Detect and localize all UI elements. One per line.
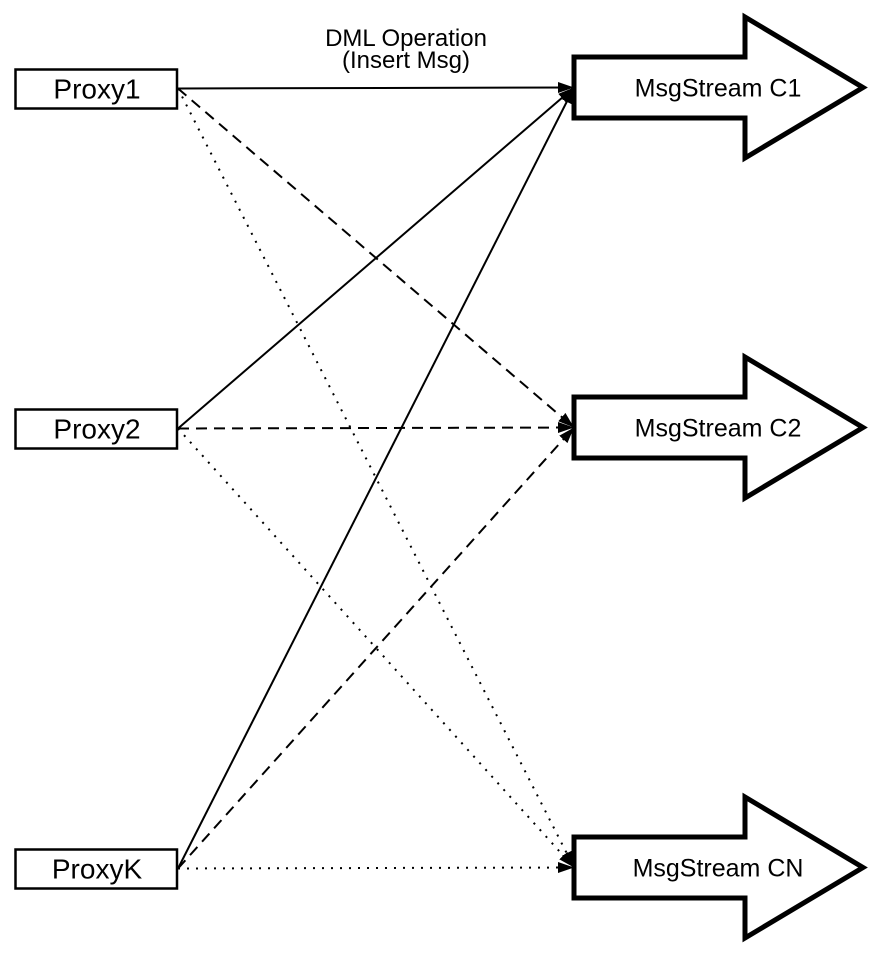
edges bbox=[177, 82, 575, 874]
edge-proxy2-msgstream-c2 bbox=[177, 422, 575, 434]
edge-proxy2-msgstream-c1 bbox=[177, 86, 575, 430]
proxy2-node: Proxy2 bbox=[14, 408, 179, 450]
edge-proxyk-msgstream-c2 bbox=[177, 426, 575, 870]
edge-proxy1-msgstream-cn bbox=[177, 88, 575, 868]
msgstream-cn-node bbox=[571, 792, 868, 943]
proxy2-label: Proxy2 bbox=[53, 414, 140, 445]
proxy1-label: Proxy1 bbox=[53, 74, 140, 105]
msgstream-cn-arrow-shape bbox=[571, 792, 868, 943]
edge-proxy1-msgstream-c1 bbox=[177, 82, 575, 94]
edge-proxyk-msgstream-c1 bbox=[177, 87, 575, 869]
msgstream-c2-node bbox=[571, 352, 868, 503]
proxyk-node: ProxyK bbox=[14, 848, 179, 890]
edge-label-line1: DML Operation bbox=[325, 25, 487, 52]
msgstream-c1-label: MsgStream C1 bbox=[635, 75, 802, 103]
msgstream-c2-arrow-shape bbox=[571, 352, 868, 503]
proxy1-node: Proxy1 bbox=[14, 68, 179, 110]
proxyk-label: ProxyK bbox=[52, 854, 143, 885]
proxyk-box bbox=[14, 848, 179, 890]
msgstream-c2-label: MsgStream C2 bbox=[635, 415, 802, 443]
msgstream-c1-arrow-shape bbox=[571, 12, 868, 163]
msgstream-cn-label: MsgStream CN bbox=[633, 855, 804, 883]
edge-label-dml-operation: DML Operation (Insert Msg) bbox=[325, 25, 487, 74]
msgstream-c1-node bbox=[571, 12, 868, 163]
proxy1-box bbox=[14, 68, 179, 110]
proxy2-box bbox=[14, 408, 179, 450]
edge-proxyk-msgstream-cn bbox=[177, 862, 575, 874]
edge-label-line2: (Insert Msg) bbox=[342, 47, 470, 74]
